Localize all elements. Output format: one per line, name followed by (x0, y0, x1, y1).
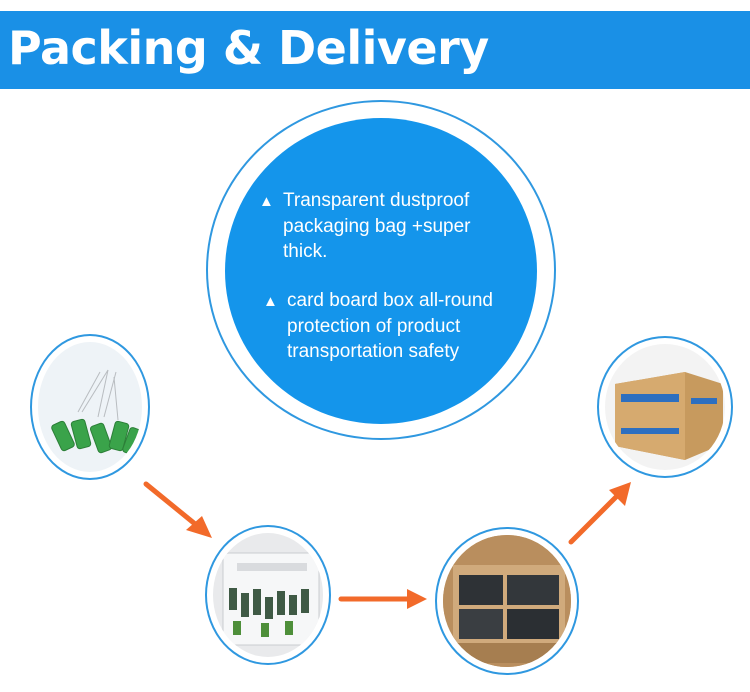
bullet-line: packaging bag +super (283, 216, 471, 237)
hero-circle: ▲ Transparent dustproof packaging bag +su… (206, 100, 556, 440)
plastic-bag-icon (222, 552, 320, 646)
page-title: Packing & Delivery (8, 21, 489, 75)
triangle-bullet-icon: ▲ (259, 193, 274, 210)
triangle-bullet-icon: ▲ (263, 293, 278, 310)
bullet-line: transportation safety (287, 341, 460, 362)
bullet-line: Transparent dustproof (283, 190, 470, 211)
bullet-card-board-box: ▲ card board box all-round protection of … (263, 288, 493, 364)
bullet-line: protection of product (287, 316, 461, 337)
bullet-line: card board box all-round (287, 290, 493, 311)
capacitors-photo (30, 334, 150, 480)
bullet-dustproof-bag: ▲ Transparent dustproof packaging bag +su… (259, 188, 471, 264)
shipping-box-icon (615, 372, 723, 460)
bullet-line: thick. (283, 241, 328, 262)
arrow-icon (338, 589, 427, 609)
bagged-capacitors-photo (205, 525, 331, 665)
arrow-icon (143, 481, 212, 538)
capacitors-icon (51, 369, 142, 455)
hero-circle-fill: ▲ Transparent dustproof packaging bag +su… (225, 118, 537, 424)
open-carton-icon (443, 535, 571, 667)
arrow-icon (568, 482, 631, 545)
packed-carton-photo (435, 527, 579, 675)
header-banner: Packing & Delivery (0, 11, 750, 89)
shipping-box-photo (597, 336, 733, 478)
